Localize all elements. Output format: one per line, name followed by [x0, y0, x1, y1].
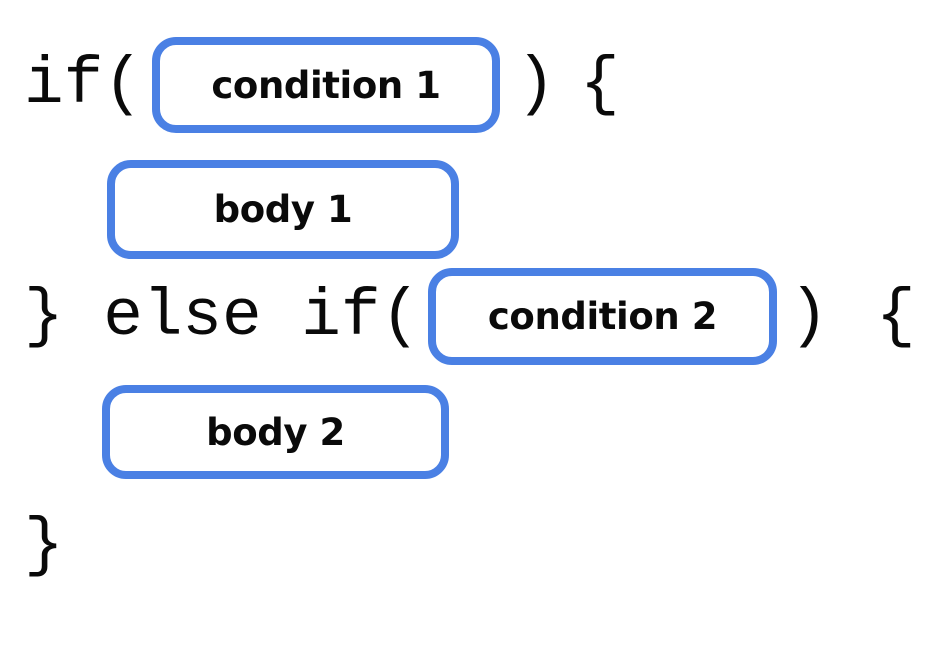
code-token-close-paren-2: ): [789, 279, 829, 354]
code-token-open-brace-2: {: [876, 279, 916, 354]
slot-body-2[interactable]: body 2: [102, 385, 449, 479]
code-token-close-brace-final: }: [24, 508, 64, 583]
slot-condition-1-label: condition 1: [211, 63, 441, 107]
slot-condition-2-label: condition 2: [487, 295, 718, 338]
slot-body-1[interactable]: body 1: [107, 160, 459, 259]
code-token-else-if-open: } else if(: [24, 279, 421, 354]
slot-body-2-label: body 2: [206, 410, 345, 454]
slot-condition-1[interactable]: condition 1: [152, 37, 500, 133]
code-token-close-paren-1: ): [516, 47, 556, 122]
code-token-if-open: if(: [24, 47, 143, 122]
slot-body-1-label: body 1: [213, 188, 353, 231]
code-token-open-brace-1: {: [580, 47, 620, 122]
slot-condition-2[interactable]: condition 2: [428, 268, 777, 365]
